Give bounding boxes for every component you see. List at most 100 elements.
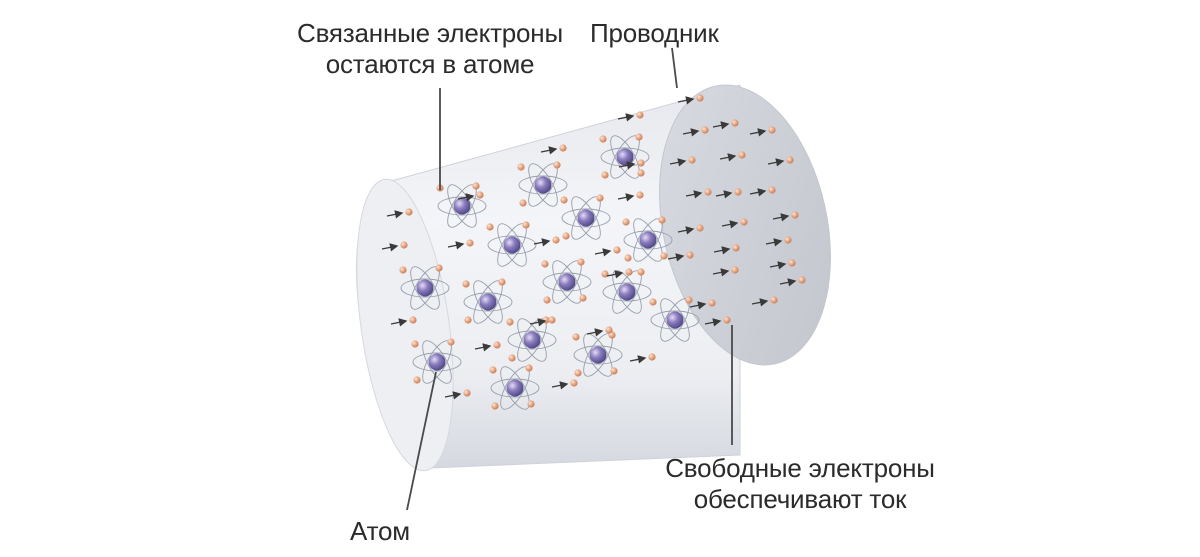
motion-arrow <box>719 153 737 162</box>
electron-particle <box>768 186 776 194</box>
motion-arrow <box>682 128 700 137</box>
electron-particle <box>463 389 471 397</box>
electron-particle <box>552 236 560 244</box>
motion-arrow <box>721 220 739 229</box>
atom-nucleus <box>416 279 434 297</box>
free-electron <box>751 296 778 307</box>
free-electron <box>772 211 799 222</box>
motion-arrow <box>712 121 730 130</box>
motion-arrow <box>677 96 695 105</box>
motion-arrow <box>606 270 624 279</box>
motion-arrow <box>772 213 790 222</box>
motion-arrow <box>551 381 569 390</box>
bound-electron <box>519 199 527 207</box>
bound-electron <box>435 264 443 272</box>
free-electron <box>381 241 408 252</box>
electron-particle <box>570 379 578 387</box>
atom-orbit <box>610 135 640 179</box>
leader-line-atom <box>406 371 437 511</box>
free-electron <box>669 156 696 167</box>
electron-particle <box>648 353 656 361</box>
label-free-electrons-line1: Свободные электроны <box>665 453 935 483</box>
atom <box>601 268 652 314</box>
atom-nucleus <box>479 293 497 311</box>
motion-arrow <box>447 241 465 250</box>
atom-orbit <box>660 298 690 342</box>
bound-electron <box>491 402 499 410</box>
atom-orbit <box>410 266 440 310</box>
bound-electron <box>649 298 657 306</box>
free-electron <box>713 244 740 255</box>
bound-electron <box>517 163 525 171</box>
electron-particle <box>625 268 633 276</box>
bound-electron <box>579 294 587 302</box>
motion-arrow <box>540 146 558 155</box>
atom-nucleus <box>618 283 636 301</box>
motion-arrow <box>390 318 408 327</box>
electron-particle <box>701 126 709 134</box>
free-electron <box>682 126 709 137</box>
free-electron <box>474 341 501 352</box>
atom-orbit <box>422 340 452 384</box>
motion-arrow <box>713 246 731 255</box>
bound-electron <box>577 258 585 266</box>
motion-arrow <box>594 248 612 257</box>
bound-electron <box>472 182 480 190</box>
label-free-electrons-line2: обеспечивают ток <box>693 484 907 514</box>
atom-nucleus <box>589 346 607 364</box>
atom-orbit <box>583 333 613 377</box>
bound-electron <box>637 169 645 177</box>
atom-orbit <box>623 230 673 250</box>
bound-electron <box>411 340 419 348</box>
free-electron <box>779 276 806 287</box>
atom-orbit <box>571 196 601 240</box>
bound-electron <box>572 333 580 341</box>
electron-particle <box>400 241 408 249</box>
free-electron <box>629 353 656 364</box>
bound-electron <box>610 367 618 375</box>
atom <box>622 216 673 262</box>
atom <box>462 278 513 324</box>
atom <box>489 364 540 410</box>
motion-arrow <box>715 190 733 199</box>
atom <box>411 338 462 384</box>
atom-nucleus <box>428 353 446 371</box>
motion-arrow <box>617 193 635 202</box>
electron-particle <box>740 218 748 226</box>
label-bound-electrons-line1: Связанные электроны <box>297 18 563 48</box>
electron-particle <box>686 251 694 259</box>
atom <box>399 264 450 310</box>
atom-orbit <box>573 345 623 365</box>
atom-orbit <box>473 280 503 324</box>
bound-electron <box>399 266 407 274</box>
free-electron <box>533 236 560 247</box>
motion-arrow <box>533 238 551 247</box>
electron-particle <box>466 239 474 247</box>
free-electron <box>617 111 644 122</box>
electron-particle <box>734 188 742 196</box>
free-electron <box>390 316 417 327</box>
bound-electron <box>562 232 570 240</box>
motion-arrow <box>457 193 475 202</box>
electron-particle <box>784 236 792 244</box>
electron-particle <box>704 188 712 196</box>
free-electron <box>618 159 645 170</box>
motion-arrow <box>444 391 462 400</box>
bound-electron <box>574 369 582 377</box>
bound-electron <box>658 216 666 224</box>
electron-particle <box>768 126 776 134</box>
free-electron <box>551 379 578 390</box>
electron-particle <box>696 224 704 232</box>
atom-orbit <box>561 208 611 228</box>
bound-electron <box>447 338 455 346</box>
atom-nucleus <box>534 176 552 194</box>
atom-orbit <box>447 184 477 228</box>
atom <box>486 221 537 267</box>
bound-electron <box>624 254 632 262</box>
atom-orbit <box>400 278 450 298</box>
electron-particle <box>548 316 556 324</box>
bound-electron <box>599 135 607 143</box>
atom <box>517 161 568 207</box>
free-electron <box>769 259 796 270</box>
electron-particle <box>738 151 746 159</box>
